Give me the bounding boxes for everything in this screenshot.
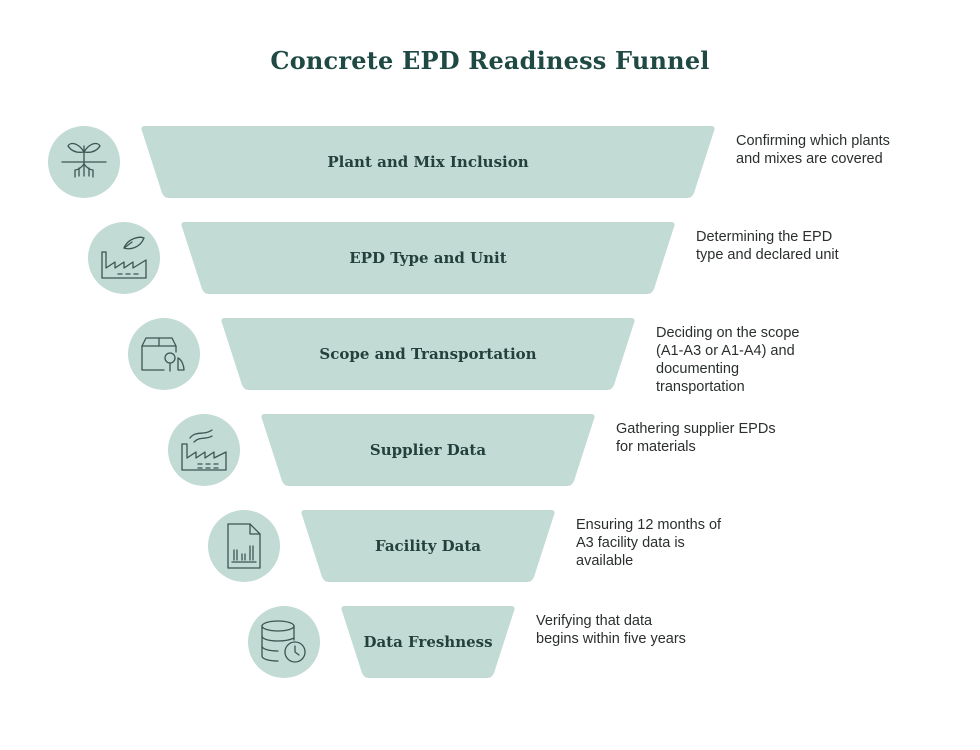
- stage-description: Determining the EPD type and declared uni…: [696, 228, 839, 264]
- stage-description: Confirming which plants and mixes are cov…: [736, 132, 890, 168]
- description-line: Gathering supplier EPDs: [616, 421, 776, 437]
- funnel-band-shape: [261, 414, 595, 486]
- description-line: and mixes are covered: [736, 151, 883, 167]
- funnel-band-shape: [141, 126, 715, 198]
- funnel-band-shape: [301, 510, 555, 582]
- description-line: transportation: [656, 379, 745, 395]
- stage-description: Deciding on the scope (A1-A3 or A1-A4) an…: [656, 324, 800, 396]
- funnel-band-shape: [341, 606, 515, 678]
- factory-smoke-icon: [168, 414, 240, 486]
- stage-description: Gathering supplier EPDs for materials: [616, 420, 776, 456]
- box-tree-icon: [128, 318, 200, 390]
- description-line: documenting: [656, 361, 740, 377]
- funnel-stage-label: EPD Type and Unit: [349, 249, 507, 267]
- funnel-stage-2: EPD Type and Unit: [180, 222, 676, 294]
- database-clock-icon: [248, 606, 320, 678]
- funnel-stage-label: Plant and Mix Inclusion: [327, 153, 529, 171]
- stage-description: Verifying that data begins within five ye…: [536, 612, 686, 648]
- funnel-stage-4: Supplier Data: [260, 414, 596, 486]
- funnel-stage-3: Scope and Transportation: [220, 318, 636, 390]
- description-line: Ensuring 12 months of: [576, 517, 722, 533]
- description-line: type and declared unit: [696, 247, 839, 263]
- stage-description: Ensuring 12 months of A3 facility data is…: [576, 516, 721, 570]
- funnel-stage-6: Data Freshness: [340, 606, 516, 678]
- factory-leaf-icon: [88, 222, 160, 294]
- description-line: A3 facility data is: [576, 535, 685, 551]
- description-line: Verifying that data: [536, 613, 653, 629]
- funnel-stage-label: Scope and Transportation: [319, 345, 537, 363]
- page-title: Concrete EPD Readiness Funnel: [270, 46, 710, 75]
- funnel-stage-5: Facility Data: [300, 510, 556, 582]
- description-line: begins within five years: [536, 631, 686, 647]
- document-chart-icon: [208, 510, 280, 582]
- description-line: for materials: [616, 439, 696, 455]
- description-line: Deciding on the scope: [656, 325, 800, 341]
- description-line: available: [576, 553, 634, 569]
- funnel-stage-label: Supplier Data: [369, 441, 487, 459]
- description-line: Determining the EPD: [696, 229, 833, 245]
- description-line: (A1-A3 or A1-A4) and: [656, 343, 795, 359]
- funnel-stage-label: Data Freshness: [363, 633, 493, 651]
- funnel-stage-1: Plant and Mix Inclusion: [140, 126, 716, 198]
- seedling-icon: [48, 126, 120, 198]
- funnel-band-shape: [181, 222, 675, 294]
- description-line: Confirming which plants: [736, 133, 890, 149]
- funnel-band-shape: [221, 318, 635, 390]
- funnel-stage-label: Facility Data: [374, 537, 482, 555]
